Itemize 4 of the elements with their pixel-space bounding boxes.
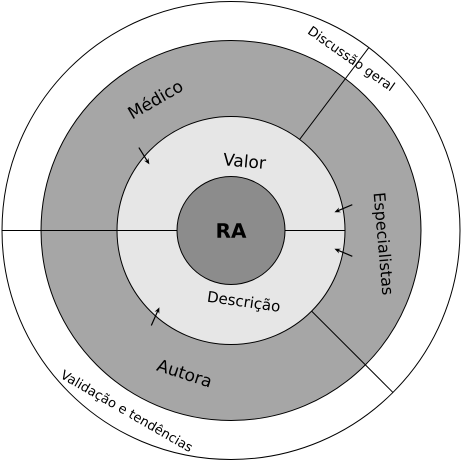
sector-label: Especialistas bbox=[372, 193, 392, 295]
sector-label: Autora bbox=[156, 360, 210, 388]
inner-label: Descrição bbox=[208, 290, 280, 312]
inner-label: Valor bbox=[224, 152, 266, 169]
